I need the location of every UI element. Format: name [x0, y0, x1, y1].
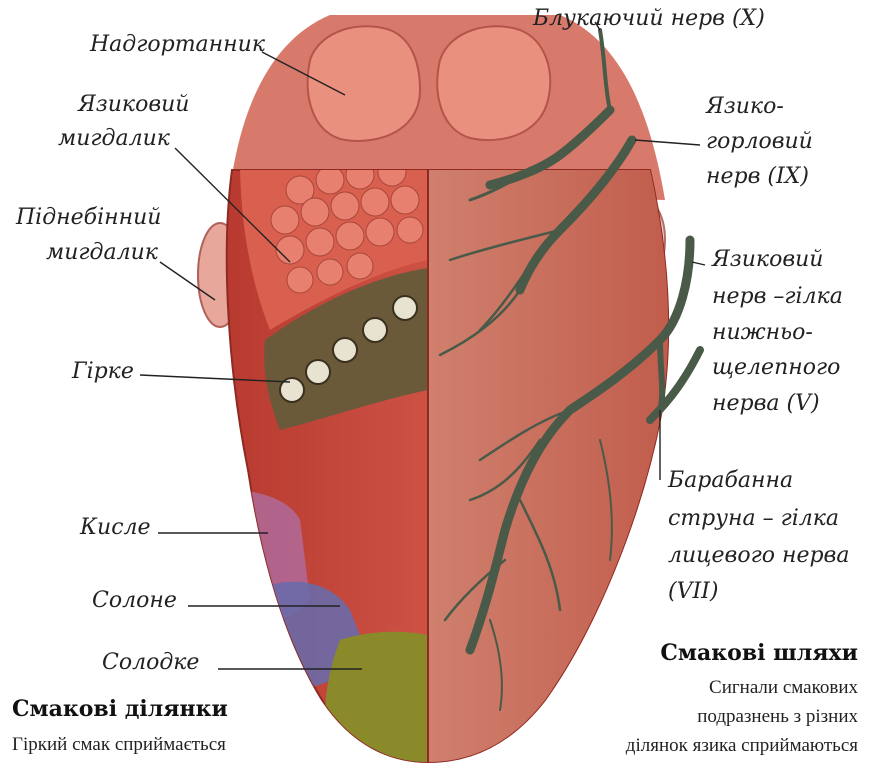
label-glossopharyngeal-line3: нерв (IX): [706, 162, 809, 192]
left-caption-title: Смакові ділянки: [12, 696, 228, 722]
label-lingual-nerve-line3: нижньо-: [712, 318, 813, 348]
right-caption-line1: Сигнали смакових: [709, 673, 858, 703]
label-lingual-nerve-line1: Язиковий: [712, 245, 823, 275]
epiglottis-shape: [308, 26, 420, 141]
right-caption-title: Смакові шляхи: [660, 640, 858, 666]
label-vagus-nerve: Блукаючий нерв (X): [533, 4, 765, 34]
label-chorda-line2: струна – гілка: [668, 504, 839, 534]
label-lingual-nerve-line5: нерва (V): [712, 389, 820, 419]
label-glossopharyngeal-line2: горловий: [706, 127, 813, 157]
right-caption-line3: ділянок язика сприймаються: [626, 731, 858, 761]
label-salty: Солоне: [92, 586, 177, 616]
label-palatine-tonsil-line2: мигдалик: [46, 238, 158, 268]
label-glossopharyngeal-line1: Язико-: [706, 92, 784, 122]
label-lingual-tonsil-line1: Язиковий: [78, 90, 189, 120]
label-chorda-line1: Барабанна: [668, 466, 793, 496]
right-caption-line2: подразнень з різних: [697, 702, 858, 732]
epiglottis-shape-right: [437, 26, 550, 140]
label-chorda-line4: (VII): [668, 577, 718, 607]
label-lingual-nerve-line2: нерв –гілка: [712, 282, 843, 312]
label-epiglottis: Надгортанник: [90, 30, 265, 60]
sweet-zone: [325, 632, 428, 765]
label-lingual-tonsil-line2: мигдалик: [58, 124, 170, 154]
left-caption-text: Гіркий смак сприймається: [12, 730, 226, 760]
label-bitter: Гірке: [72, 357, 134, 387]
label-palatine-tonsil-line1: Піднебінний: [16, 203, 161, 233]
label-lingual-nerve-line4: щелепного: [712, 353, 840, 383]
label-sour: Кисле: [80, 513, 151, 543]
label-chorda-line3: лицевого нерва: [668, 541, 849, 571]
label-sweet: Солодке: [102, 648, 199, 678]
